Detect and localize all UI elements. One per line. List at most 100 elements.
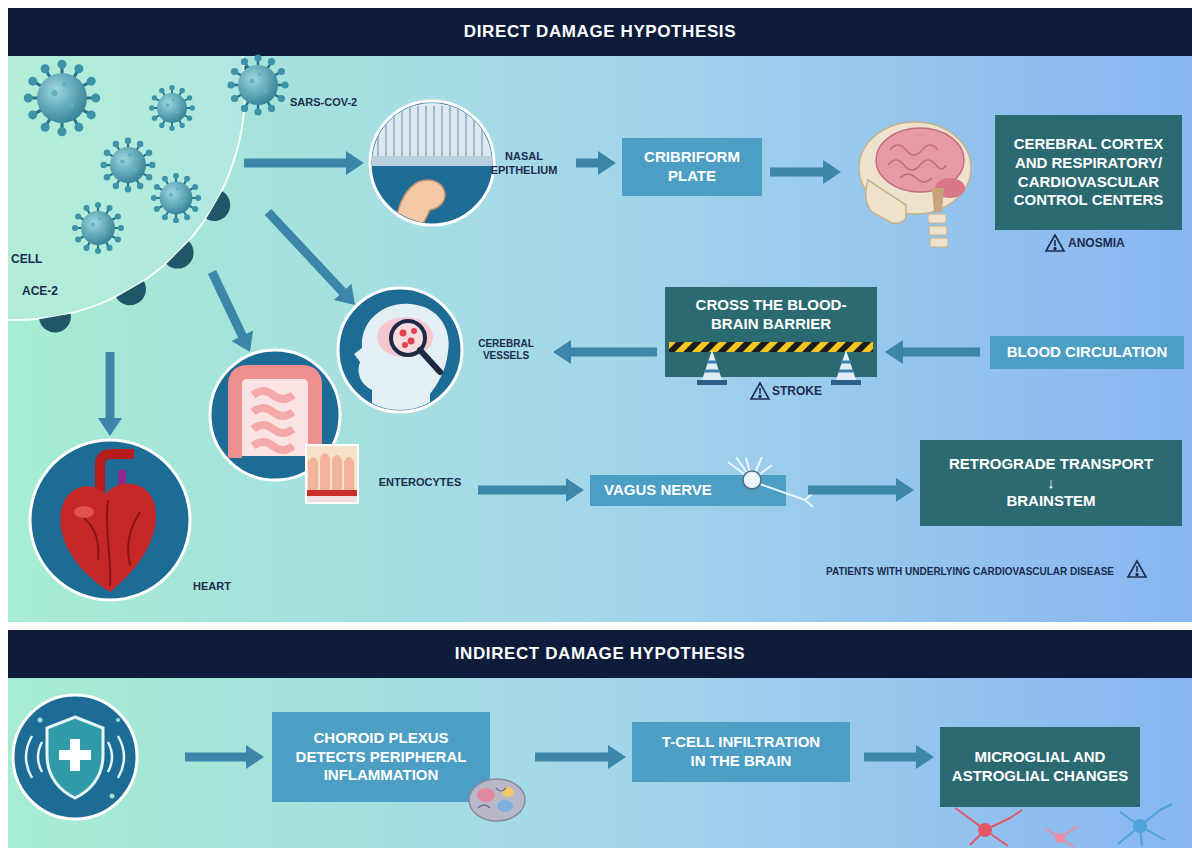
arrow-connector	[231, 331, 253, 352]
section-band: INDIRECT DAMAGE HYPOTHESIS	[8, 630, 1192, 678]
skull-brain-picture	[929, 226, 947, 235]
villi-inset	[308, 453, 354, 490]
arrow-connector	[478, 478, 584, 502]
arrow-connector	[334, 284, 355, 305]
arrow-connector	[106, 352, 115, 420]
immune-shield-picture	[47, 717, 103, 798]
node-text: ENTEROCYTES	[372, 476, 468, 490]
annotation-label: STROKE	[772, 384, 822, 398]
barrier-picture	[836, 350, 856, 380]
text-area: MICROGLIAL AND ASTROGLIAL CHANGES	[940, 727, 1140, 807]
text-area: HEART	[182, 578, 242, 596]
virus-particles	[24, 60, 101, 137]
ace2-receptors	[39, 314, 73, 335]
virus-particles	[227, 54, 288, 115]
virus-particles	[100, 137, 155, 192]
arrow-connector	[212, 272, 253, 352]
section-band: DIRECT DAMAGE HYPOTHESIS	[8, 8, 1192, 56]
process-box: T-CELL INFILTRATION IN THE BRAIN	[632, 722, 850, 782]
cerebral-vessels-picture	[402, 342, 408, 348]
node-text: CELL	[11, 252, 71, 267]
nasal-epithelium-picture	[378, 106, 482, 156]
arrow-connector	[268, 212, 355, 305]
glia-picture	[1118, 804, 1172, 846]
warning-symbols	[1054, 248, 1056, 250]
arrow-connector	[576, 151, 616, 175]
heart-picture	[60, 484, 156, 592]
process-box: BLOOD CIRCULATION	[990, 336, 1184, 369]
warning-symbols	[751, 383, 769, 399]
text-area: CHOROID PLEXUS DETECTS PERIPHERAL INFLAM…	[272, 712, 490, 802]
heart-picture	[60, 454, 156, 592]
node-text: BRAINSTEM	[928, 492, 1174, 511]
arrow-connector	[901, 348, 980, 357]
immune-shield-picture	[59, 750, 91, 760]
virus-particles	[151, 173, 201, 223]
node-text: CEREBRAL VESSELS	[469, 338, 543, 363]
arrow-connector	[553, 340, 657, 364]
cerebral-vessels-picture	[411, 328, 417, 334]
nasal-epithelium-picture	[395, 180, 445, 226]
node-text: MICROGLIAL AND ASTROGLIAL CHANGES	[948, 748, 1132, 786]
arrow-connector	[478, 486, 568, 495]
barrier-picture	[839, 362, 853, 371]
ace2-receptors	[206, 191, 236, 227]
circle-outline	[30, 440, 190, 600]
cerebral-vessels-picture	[354, 304, 449, 414]
node-text: HEART	[182, 580, 242, 594]
brain-icon	[469, 779, 525, 821]
node-text: T-CELL INFILTRATION IN THE BRAIN	[656, 733, 826, 771]
arrow-connector	[864, 753, 918, 762]
arrow-connector	[576, 159, 600, 168]
arrow-connector	[535, 745, 626, 769]
warning-symbols	[1128, 561, 1146, 577]
arrow-connector	[346, 151, 364, 175]
arrow-connector	[268, 212, 344, 293]
glia-picture	[1133, 819, 1147, 833]
node-text: CHOROID PLEXUS DETECTS PERIPHERAL INFLAM…	[280, 729, 482, 785]
text-area: RETROGRADE TRANSPORT↓BRAINSTEM	[920, 440, 1182, 526]
arrow-connector	[770, 160, 841, 184]
text-area: CEREBRAL VESSELS	[469, 333, 543, 367]
barrier-picture	[669, 342, 873, 385]
ace2-receptors	[116, 281, 152, 311]
text-area: BLOOD CIRCULATION	[990, 336, 1184, 369]
arrow-connector	[212, 272, 243, 338]
immune-shield-picture	[110, 794, 115, 799]
shield-arrow	[185, 753, 248, 762]
virus-particles	[72, 202, 124, 254]
nasal-epithelium-picture	[370, 100, 494, 226]
skull-brain-picture	[932, 188, 944, 212]
node-text: RETROGRADE TRANSPORT	[928, 455, 1174, 474]
brain-icon	[469, 779, 525, 821]
intestine-picture	[253, 391, 293, 450]
barrier-picture	[705, 362, 719, 371]
heart-picture	[74, 506, 94, 518]
text-area: CELL	[11, 250, 71, 268]
shield-arrow	[185, 745, 264, 769]
warning-symbols	[759, 396, 761, 398]
villi-inset	[307, 496, 357, 502]
node-text: CEREBRAL CORTEX AND RESPIRATORY/ CARDIOV…	[1001, 135, 1176, 210]
immune-shield-picture	[13, 695, 137, 819]
process-box: CRIBRIFORM PLATE	[622, 138, 762, 196]
neuron-picture	[743, 471, 761, 489]
intestine-picture	[235, 372, 315, 458]
node-text: VAGUS NERVE	[604, 481, 772, 500]
skull-brain-picture	[888, 145, 946, 182]
barrier-picture	[669, 342, 873, 352]
cerebral-vessels-picture	[354, 304, 449, 414]
glia-picture	[955, 808, 1022, 846]
annotation-label: ANOSMIA	[1068, 236, 1125, 250]
text-area: DIRECT DAMAGE HYPOTHESIS	[8, 8, 1192, 56]
circle-outline	[370, 101, 494, 225]
virus-particles	[24, 54, 289, 254]
glia-picture	[1055, 833, 1065, 843]
cerebral-vessels-picture	[420, 350, 440, 372]
neuron-picture	[728, 457, 813, 507]
warning-symbols	[1136, 566, 1138, 572]
lower-panel	[8, 678, 1192, 848]
nasal-epithelium-picture	[370, 156, 494, 166]
